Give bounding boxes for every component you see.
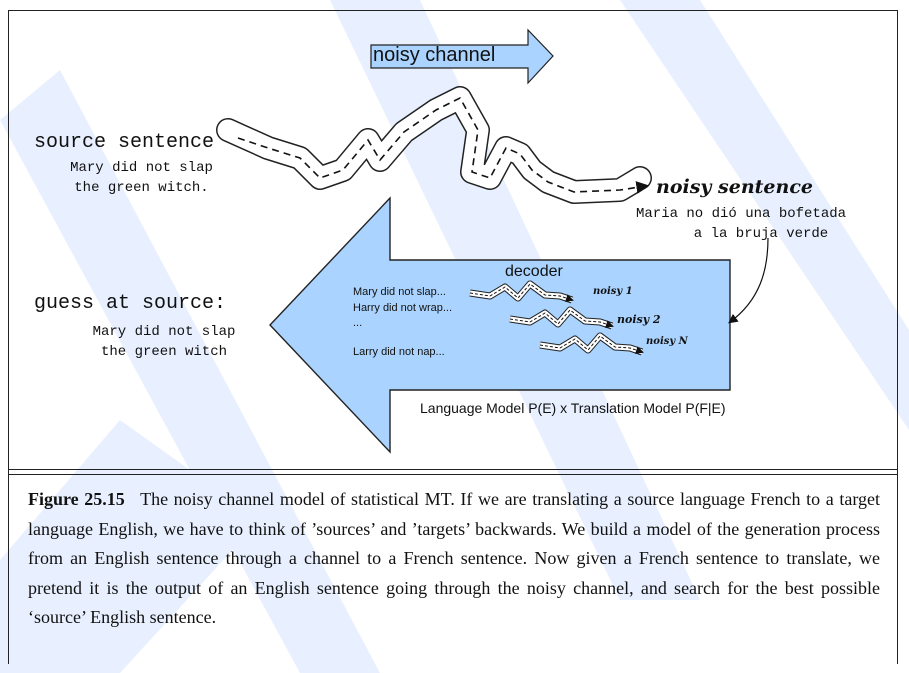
candidate-ellipsis: ...	[353, 317, 363, 329]
noisy-2-label: noisy 2	[617, 313, 661, 326]
guess-line-2: the green witch	[100, 344, 228, 360]
noisy-channel-label: noisy channel	[373, 44, 496, 66]
decoder-squiggles	[469, 280, 644, 356]
french-line-2: a la bruja verde	[693, 226, 829, 242]
decoder-arrow	[269, 196, 731, 454]
figure-divider-double	[8, 474, 898, 475]
caption-right-rule	[897, 474, 898, 664]
source-line-2: the green witch.	[74, 180, 209, 196]
figure-frame	[8, 10, 898, 480]
model-label: Language Model P(E) x Translation Model …	[420, 400, 726, 416]
source-sentence-label: source sentence	[34, 131, 215, 154]
candidate-2: Harry did not wrap...	[353, 302, 453, 314]
guess-label: guess at source:	[34, 292, 227, 315]
candidate-1: Mary did not slap...	[353, 286, 446, 298]
caption-text: The noisy channel model of statistical M…	[28, 489, 880, 628]
candidate-n: Larry did not nap...	[353, 346, 445, 358]
noisy-channel-arrow	[370, 28, 554, 85]
figure-caption: Figure 25.15 The noisy channel model of …	[28, 485, 880, 633]
guess-line-1: Mary did not slap	[92, 324, 236, 340]
noisy-1-label: noisy 1	[593, 286, 633, 297]
noisy-sentence-label: noisy sentence	[656, 176, 813, 198]
decoder-label: decoder	[505, 263, 563, 280]
caption-left-rule	[8, 474, 9, 664]
noisy-channel-diagram	[216, 28, 769, 454]
source-line-1: Mary did not slap	[70, 160, 213, 176]
noisy-n-label: noisy N	[646, 336, 688, 347]
figure-number: Figure 25.15	[28, 489, 125, 509]
figure-divider	[8, 469, 898, 470]
connector-line	[728, 237, 769, 324]
french-line-1: Maria no dió una bofetada	[636, 206, 847, 222]
